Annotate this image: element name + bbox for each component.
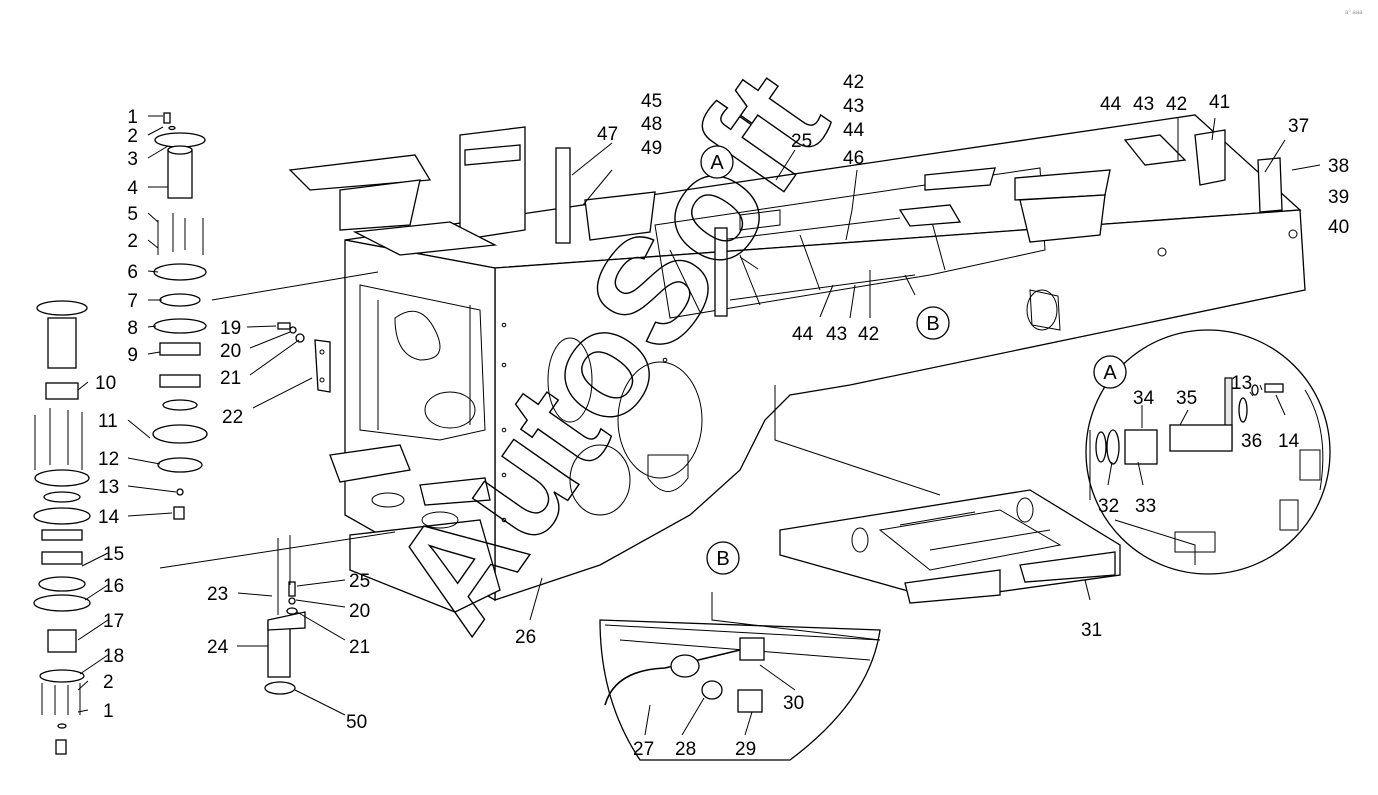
corner-mark: a° aaa: [1345, 10, 1363, 16]
part-number: 44: [792, 324, 814, 345]
part-number: 28: [675, 739, 696, 760]
part-number: 7: [127, 291, 138, 312]
part-number: 34: [1133, 388, 1155, 409]
part-number: 31: [1081, 620, 1102, 641]
part-number: 17: [103, 611, 124, 632]
part-number: 50: [346, 712, 367, 733]
part-number: 24: [207, 637, 229, 658]
part-number: 32: [1098, 496, 1119, 517]
part-number: 6: [127, 262, 138, 283]
part-number: 30: [783, 693, 804, 714]
part-number: 10: [95, 373, 116, 394]
part-number: 42: [858, 324, 879, 345]
detail-label-a-view: A: [1103, 362, 1117, 384]
part-number: 47: [597, 124, 618, 145]
part-number: 23: [207, 584, 228, 605]
part-number: 49: [641, 138, 662, 159]
part-number: 2: [127, 126, 138, 147]
small-parts-group: [264, 322, 331, 695]
part-number: 42: [1166, 94, 1187, 115]
part-number: 3: [127, 149, 138, 170]
part-number: 13: [98, 477, 119, 498]
detail-callout-a-view: [1093, 355, 1127, 389]
part-number: 36: [1241, 431, 1262, 452]
detail-callouts: A A B B: [700, 145, 1127, 575]
part-number: 22: [222, 407, 243, 428]
detail-callout-a-main: [700, 145, 734, 179]
part-number: 40: [1328, 217, 1349, 238]
part-number-labels: 1 2 3 4 5 2 6 7 8 9 10 11 12 13 14 15 16…: [95, 72, 1349, 760]
part-number: 9: [127, 345, 138, 366]
part-number: 14: [1278, 431, 1300, 452]
part-number: 46: [843, 148, 864, 169]
part-number: 15: [103, 544, 124, 565]
part-number: 2: [127, 231, 138, 252]
part-number: 20: [349, 601, 370, 622]
detail-label-b-main: B: [926, 313, 939, 335]
left-exploded-stack-a: [152, 112, 208, 520]
part-number: 42: [843, 72, 864, 93]
part-number: 21: [349, 637, 370, 658]
part-number: 26: [515, 627, 536, 648]
left-exploded-stack-b: [33, 300, 91, 755]
part-number: 19: [220, 318, 241, 339]
part-number: 4: [127, 178, 138, 199]
detail-callout-b-view: [706, 541, 740, 575]
part-number: 38: [1328, 156, 1349, 177]
part-number: 8: [127, 318, 138, 339]
part-number: 5: [127, 204, 138, 225]
part-number: 12: [98, 449, 119, 470]
part-number: 18: [103, 646, 124, 667]
part-number: 16: [103, 576, 124, 597]
part-number: 1: [127, 107, 138, 128]
part-number: 39: [1328, 187, 1349, 208]
part-number: 48: [641, 114, 662, 135]
part-number: 14: [98, 507, 120, 528]
part-number: 33: [1135, 496, 1156, 517]
detail-view-a: [1085, 329, 1331, 575]
part-number: 43: [1133, 94, 1154, 115]
detail-label-b-view: B: [716, 548, 729, 570]
part-number: 25: [791, 131, 812, 152]
part-number: 37: [1288, 116, 1309, 137]
part-number: 25: [349, 571, 370, 592]
detail-label-a-main: A: [710, 152, 724, 174]
subframe-assembly: [779, 489, 1121, 604]
part-number: 27: [633, 739, 654, 760]
main-frame: [159, 114, 1306, 613]
part-number: 43: [826, 324, 847, 345]
part-number: 11: [98, 411, 118, 432]
detail-callout-b-main: [916, 306, 950, 340]
detail-view-b: [599, 592, 881, 761]
part-number: 44: [1100, 94, 1122, 115]
part-number: 35: [1176, 388, 1197, 409]
part-number: 29: [735, 739, 756, 760]
part-number: 2: [103, 672, 114, 693]
leader-lines: [77, 115, 1321, 736]
part-number: 13: [1231, 373, 1252, 394]
part-number: 21: [220, 368, 241, 389]
part-number: 44: [843, 120, 865, 141]
part-number: 1: [103, 701, 114, 722]
part-number: 43: [843, 96, 864, 117]
part-number: 41: [1209, 92, 1230, 113]
part-number: 45: [641, 91, 662, 112]
part-number: 20: [220, 341, 241, 362]
